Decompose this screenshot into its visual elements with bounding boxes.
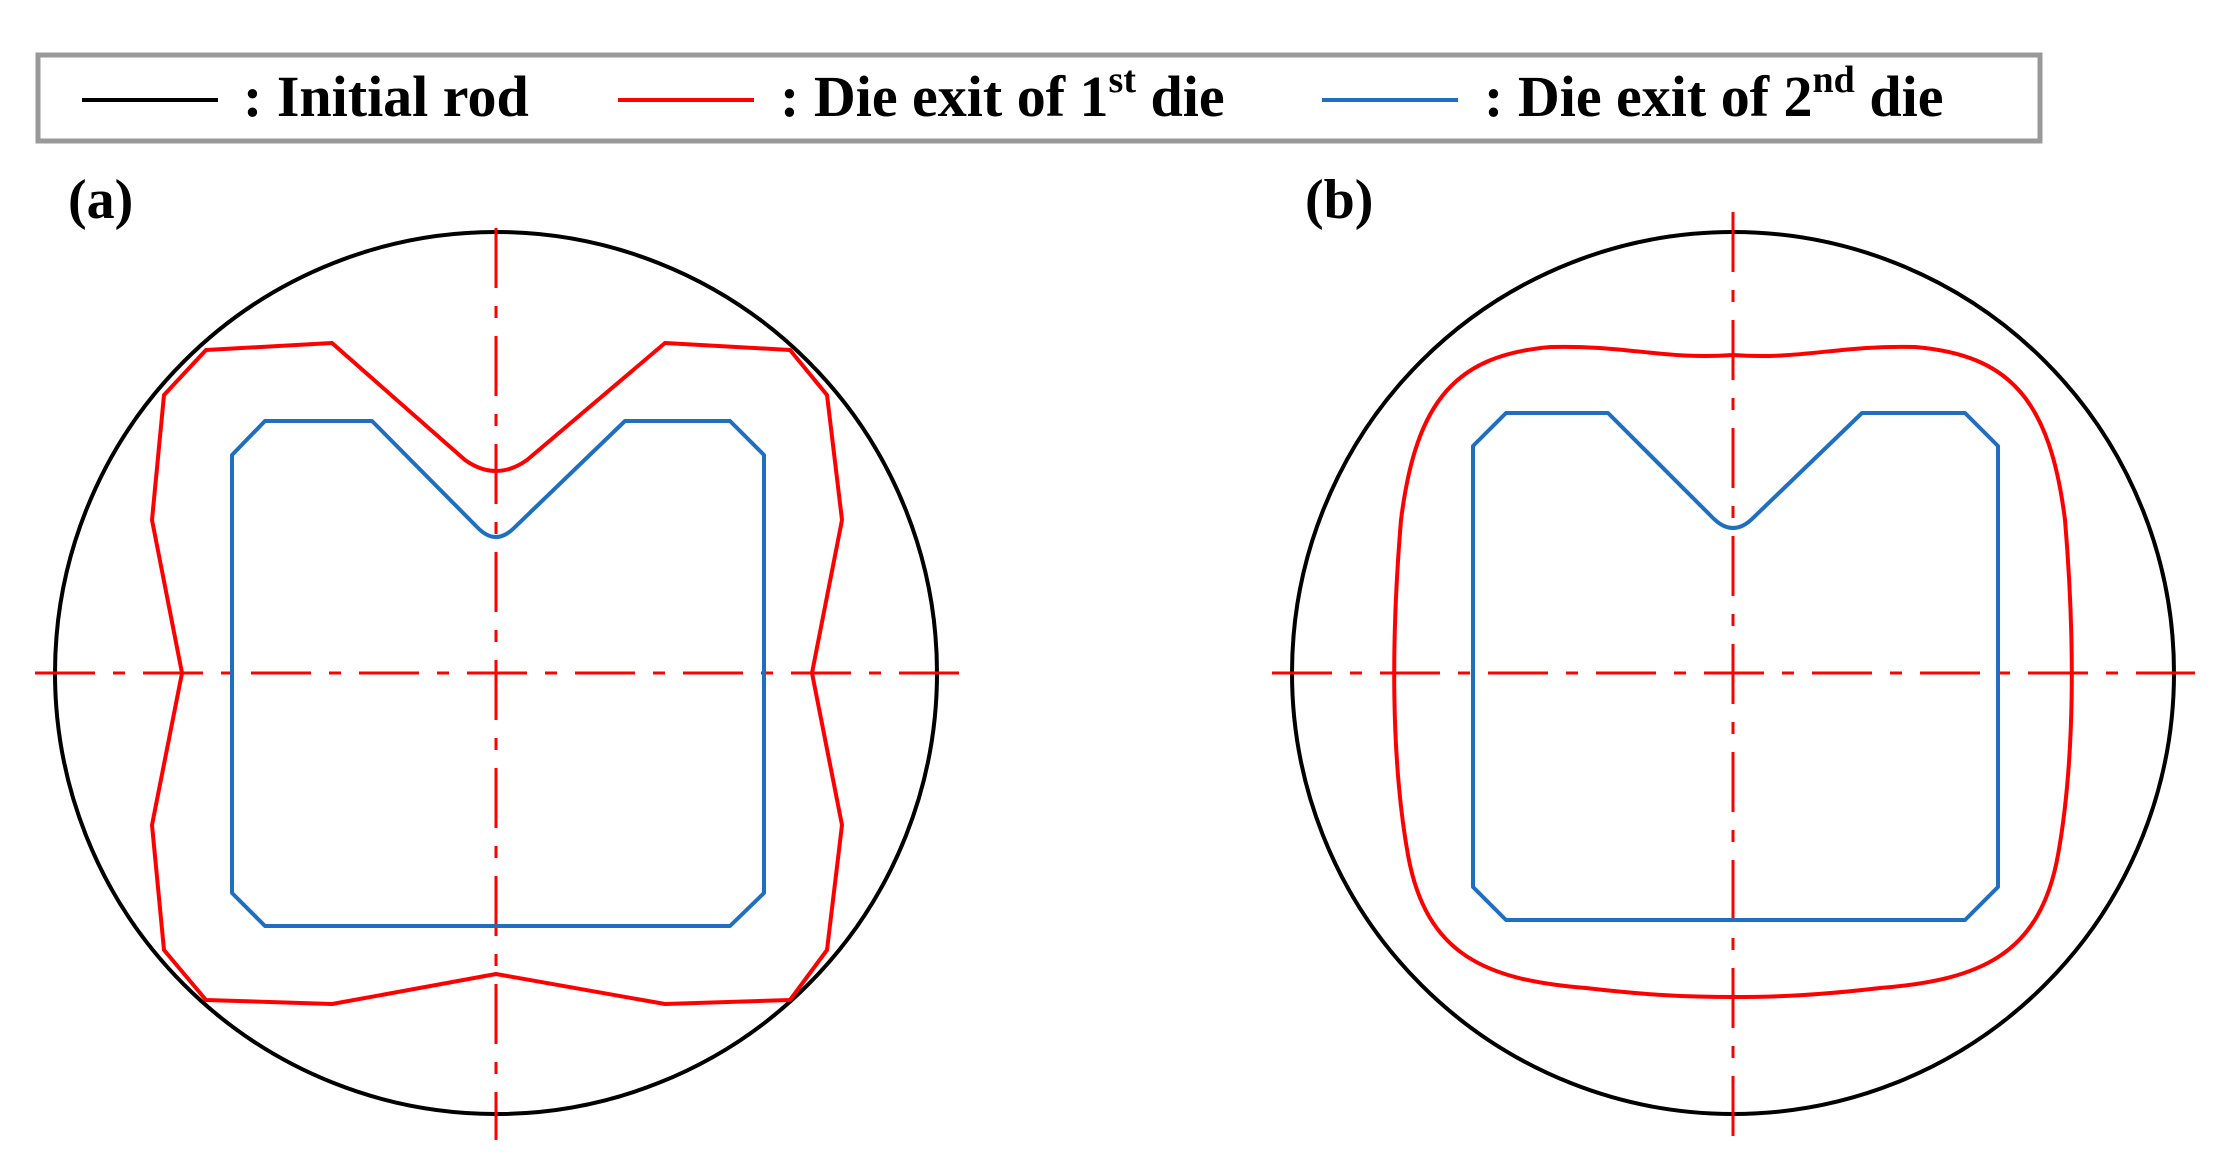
first-die-profile-b	[1392, 344, 2074, 999]
second-die-profile-a	[230, 419, 766, 928]
legend-box	[35, 52, 2043, 144]
panel-a: (a)	[35, 169, 962, 1140]
first-die-profile-a	[150, 341, 844, 1006]
panel-label-b: (b)	[1305, 169, 1373, 231]
legend-label-initial-rod: : Initial rod	[243, 64, 529, 129]
legend-label-first-die: : Die exit of 1st die	[780, 59, 1225, 129]
panel-b: (b)	[1272, 169, 2195, 1140]
second-die-profile-b	[1471, 411, 2000, 922]
panel-label-a: (a)	[68, 169, 133, 231]
legend-label-second-die: : Die exit of 2nd die	[1484, 59, 1943, 129]
legend: : Initial rod : Die exit of 1st die : Di…	[35, 52, 2043, 144]
